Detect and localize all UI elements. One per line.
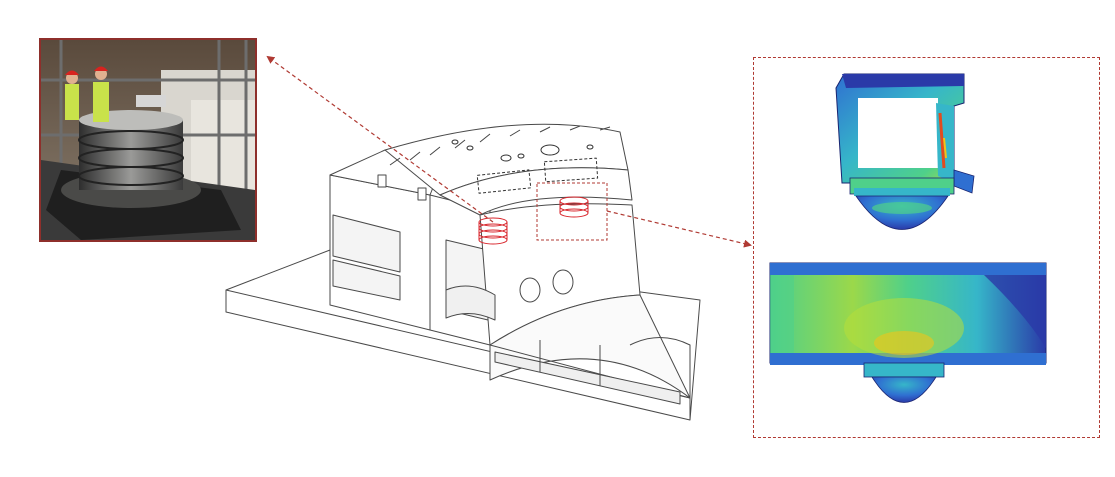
fea-results-panel xyxy=(753,57,1100,438)
highlight-spring-right xyxy=(559,196,589,218)
detail-highlight-box xyxy=(536,182,608,241)
highlight-spring-left xyxy=(478,217,508,245)
installation-photo xyxy=(39,38,257,242)
fea-longitudinal-section xyxy=(769,262,1047,403)
fea-cross-section xyxy=(835,73,975,230)
